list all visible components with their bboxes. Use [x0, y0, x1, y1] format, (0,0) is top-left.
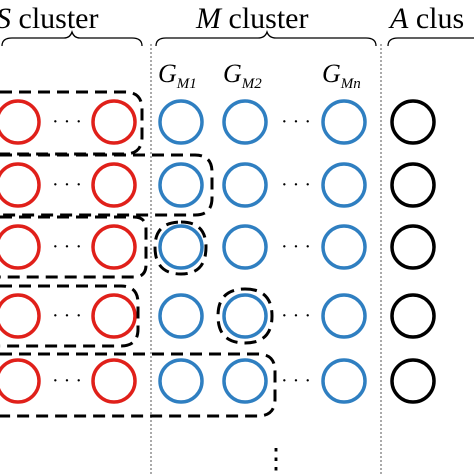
m-node-gmn [321, 162, 367, 208]
m-node-gmn [321, 358, 367, 404]
row-ellipsis: · · · [52, 305, 82, 327]
s-node [0, 99, 41, 145]
m-cluster-header: M cluster [195, 2, 308, 35]
a-cluster-brace [387, 37, 474, 47]
a-node [390, 293, 436, 339]
m-node-gmn [321, 224, 367, 270]
more-rows-ellipsis: ⋮ [262, 444, 290, 474]
a-cluster-header: A clus [388, 2, 464, 35]
m-node-gm2 [222, 293, 268, 339]
row-ellipsis: · · · [281, 305, 311, 327]
node-row-3: · · · · · · [0, 224, 436, 270]
group-label-gmn: GMn [322, 59, 361, 92]
s-cluster-header: S cluster [0, 2, 98, 35]
node-row-5: · · · · · · [0, 358, 436, 404]
s-node [91, 293, 137, 339]
m-node-gmn [321, 293, 367, 339]
row-ellipsis: · · · [52, 174, 82, 196]
s-node [0, 358, 41, 404]
m-node-gm2 [222, 99, 268, 145]
m-node-gm1 [158, 358, 204, 404]
group-outline-row-3 [0, 215, 148, 279]
node-row-4: · · · · · · [0, 293, 436, 339]
node-row-2: · · · · · · [0, 162, 436, 208]
m-node-gm2 [222, 162, 268, 208]
a-node [390, 224, 436, 270]
group-label-gm1: GM1 [158, 59, 197, 92]
s-node [0, 162, 41, 208]
row-ellipsis: · · · [52, 111, 82, 133]
group-outline-row-5 [0, 352, 277, 418]
m-node-gm1 [158, 224, 204, 270]
row-ellipsis: · · · [281, 236, 311, 258]
s-node [91, 224, 137, 270]
group-outline-row-2 [0, 153, 214, 217]
m-node-gm2 [222, 224, 268, 270]
row-ellipsis: · · · [281, 174, 311, 196]
m-node-gmn [321, 99, 367, 145]
group-outline-row-1 [0, 90, 144, 156]
a-node [390, 99, 436, 145]
m-node-gm1 [158, 99, 204, 145]
m-node-gm1 [158, 293, 204, 339]
row-ellipsis: · · · [281, 111, 311, 133]
s-node [91, 99, 137, 145]
group-outline-row-3-gm1 [153, 220, 208, 276]
row-ellipsis: · · · [52, 370, 82, 392]
group-outline-row-4-gm2 [216, 287, 274, 345]
s-node [91, 358, 137, 404]
m-node-gm1 [158, 162, 204, 208]
node-row-1: · · · · · · [0, 99, 436, 145]
row-ellipsis: · · · [52, 236, 82, 258]
a-node [390, 358, 436, 404]
group-label-gm2: GM2 [223, 59, 262, 92]
group-outline-row-4 [0, 284, 140, 348]
m-cluster-brace [155, 29, 377, 47]
s-node [91, 162, 137, 208]
s-node [0, 293, 41, 339]
s-node [0, 224, 41, 270]
s-cluster-brace [1, 29, 143, 47]
row-ellipsis: · · · [281, 370, 311, 392]
m-node-gm2 [222, 358, 268, 404]
a-node [390, 162, 436, 208]
